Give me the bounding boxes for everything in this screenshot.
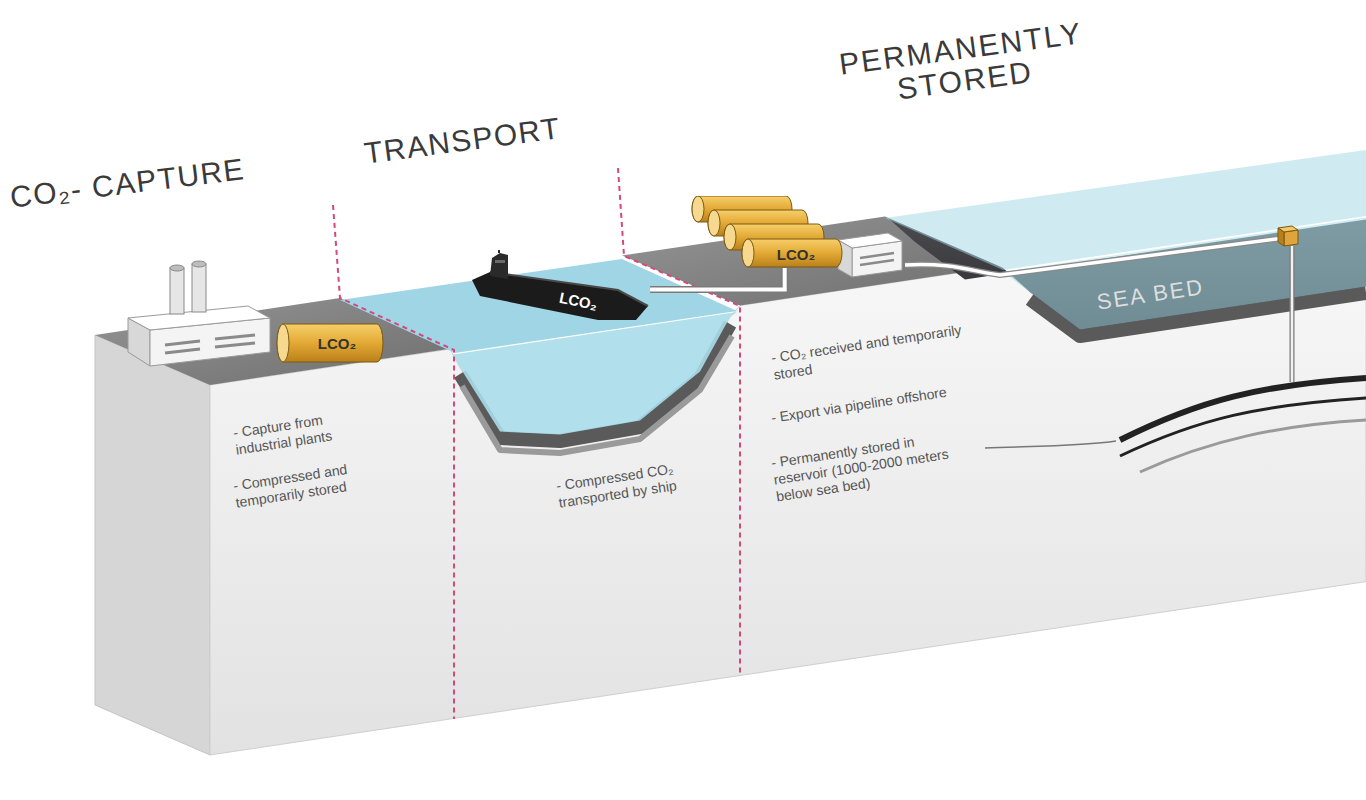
factory [192,261,206,267]
receiving-building [838,233,902,277]
receiving-building [860,253,894,258]
tanks-shape [692,196,704,222]
section-divider [333,205,454,719]
ship-shape [490,253,508,279]
leader-line [985,441,1116,448]
injection-well [1284,230,1298,246]
lco2-tank: LCO₂ [688,196,844,268]
offshore-pipeline [905,238,1284,275]
sea-water [340,150,1366,435]
section-title-holder: TRANSPORT [362,110,563,172]
section-title-holder: CO₂- CAPTURE [8,151,247,216]
node-text-box: LCO₂ [750,240,842,268]
factory [170,268,184,314]
ship: LCO₂ [468,250,650,322]
reservoir-layers [1120,378,1366,472]
block-body [95,267,1366,756]
offshore-pipeline [905,238,1284,275]
ship-shape [498,250,500,253]
tanks-shape [708,210,720,236]
reservoir-layers [1120,378,1366,440]
node-label: LCO₂ [318,335,356,352]
ship-shape [472,272,648,320]
receiving-building [860,260,894,265]
offshore-pipeline [905,238,1284,275]
section-title: TRANSPORT [362,110,563,172]
tanks-shape [724,224,736,250]
injection-well [1278,226,1298,382]
section-divider [333,168,740,719]
transfer-pipe [650,268,785,290]
transfer-pipe [650,268,785,290]
block-body [95,335,210,755]
section-title: PERMANENTLY STORED [815,14,1111,114]
leader-line [985,441,1116,448]
factory [165,349,200,353]
injection-well [1278,228,1284,246]
injection-well [1290,246,1295,382]
tanks-shape [688,196,844,268]
factory [192,264,206,312]
ship-shape [495,260,505,263]
node-label: LCO₂ [777,246,815,263]
injection-well [1291,246,1294,382]
factory [128,261,270,366]
factory [170,265,184,271]
node-text-box: LCO₂ [290,322,384,364]
sea-water [340,259,737,353]
reservoir-layers [1120,398,1366,456]
tanks-shape [742,239,754,267]
block-body [210,267,1366,756]
lco2-tank: LCO₂ [276,322,384,364]
factory [215,343,255,347]
tank-shape [277,324,289,362]
transfer-pipe [650,268,785,290]
factory [165,341,200,345]
section-title: CO₂- CAPTURE [8,151,247,216]
tanks-shape [742,239,842,267]
ship-shape [468,250,650,322]
reservoir-layers [1140,420,1366,472]
section-divider [618,168,740,676]
factory [215,335,255,339]
section-title-holder: PERMANENTLY STORED [815,14,1111,114]
tank-shape [277,324,383,362]
